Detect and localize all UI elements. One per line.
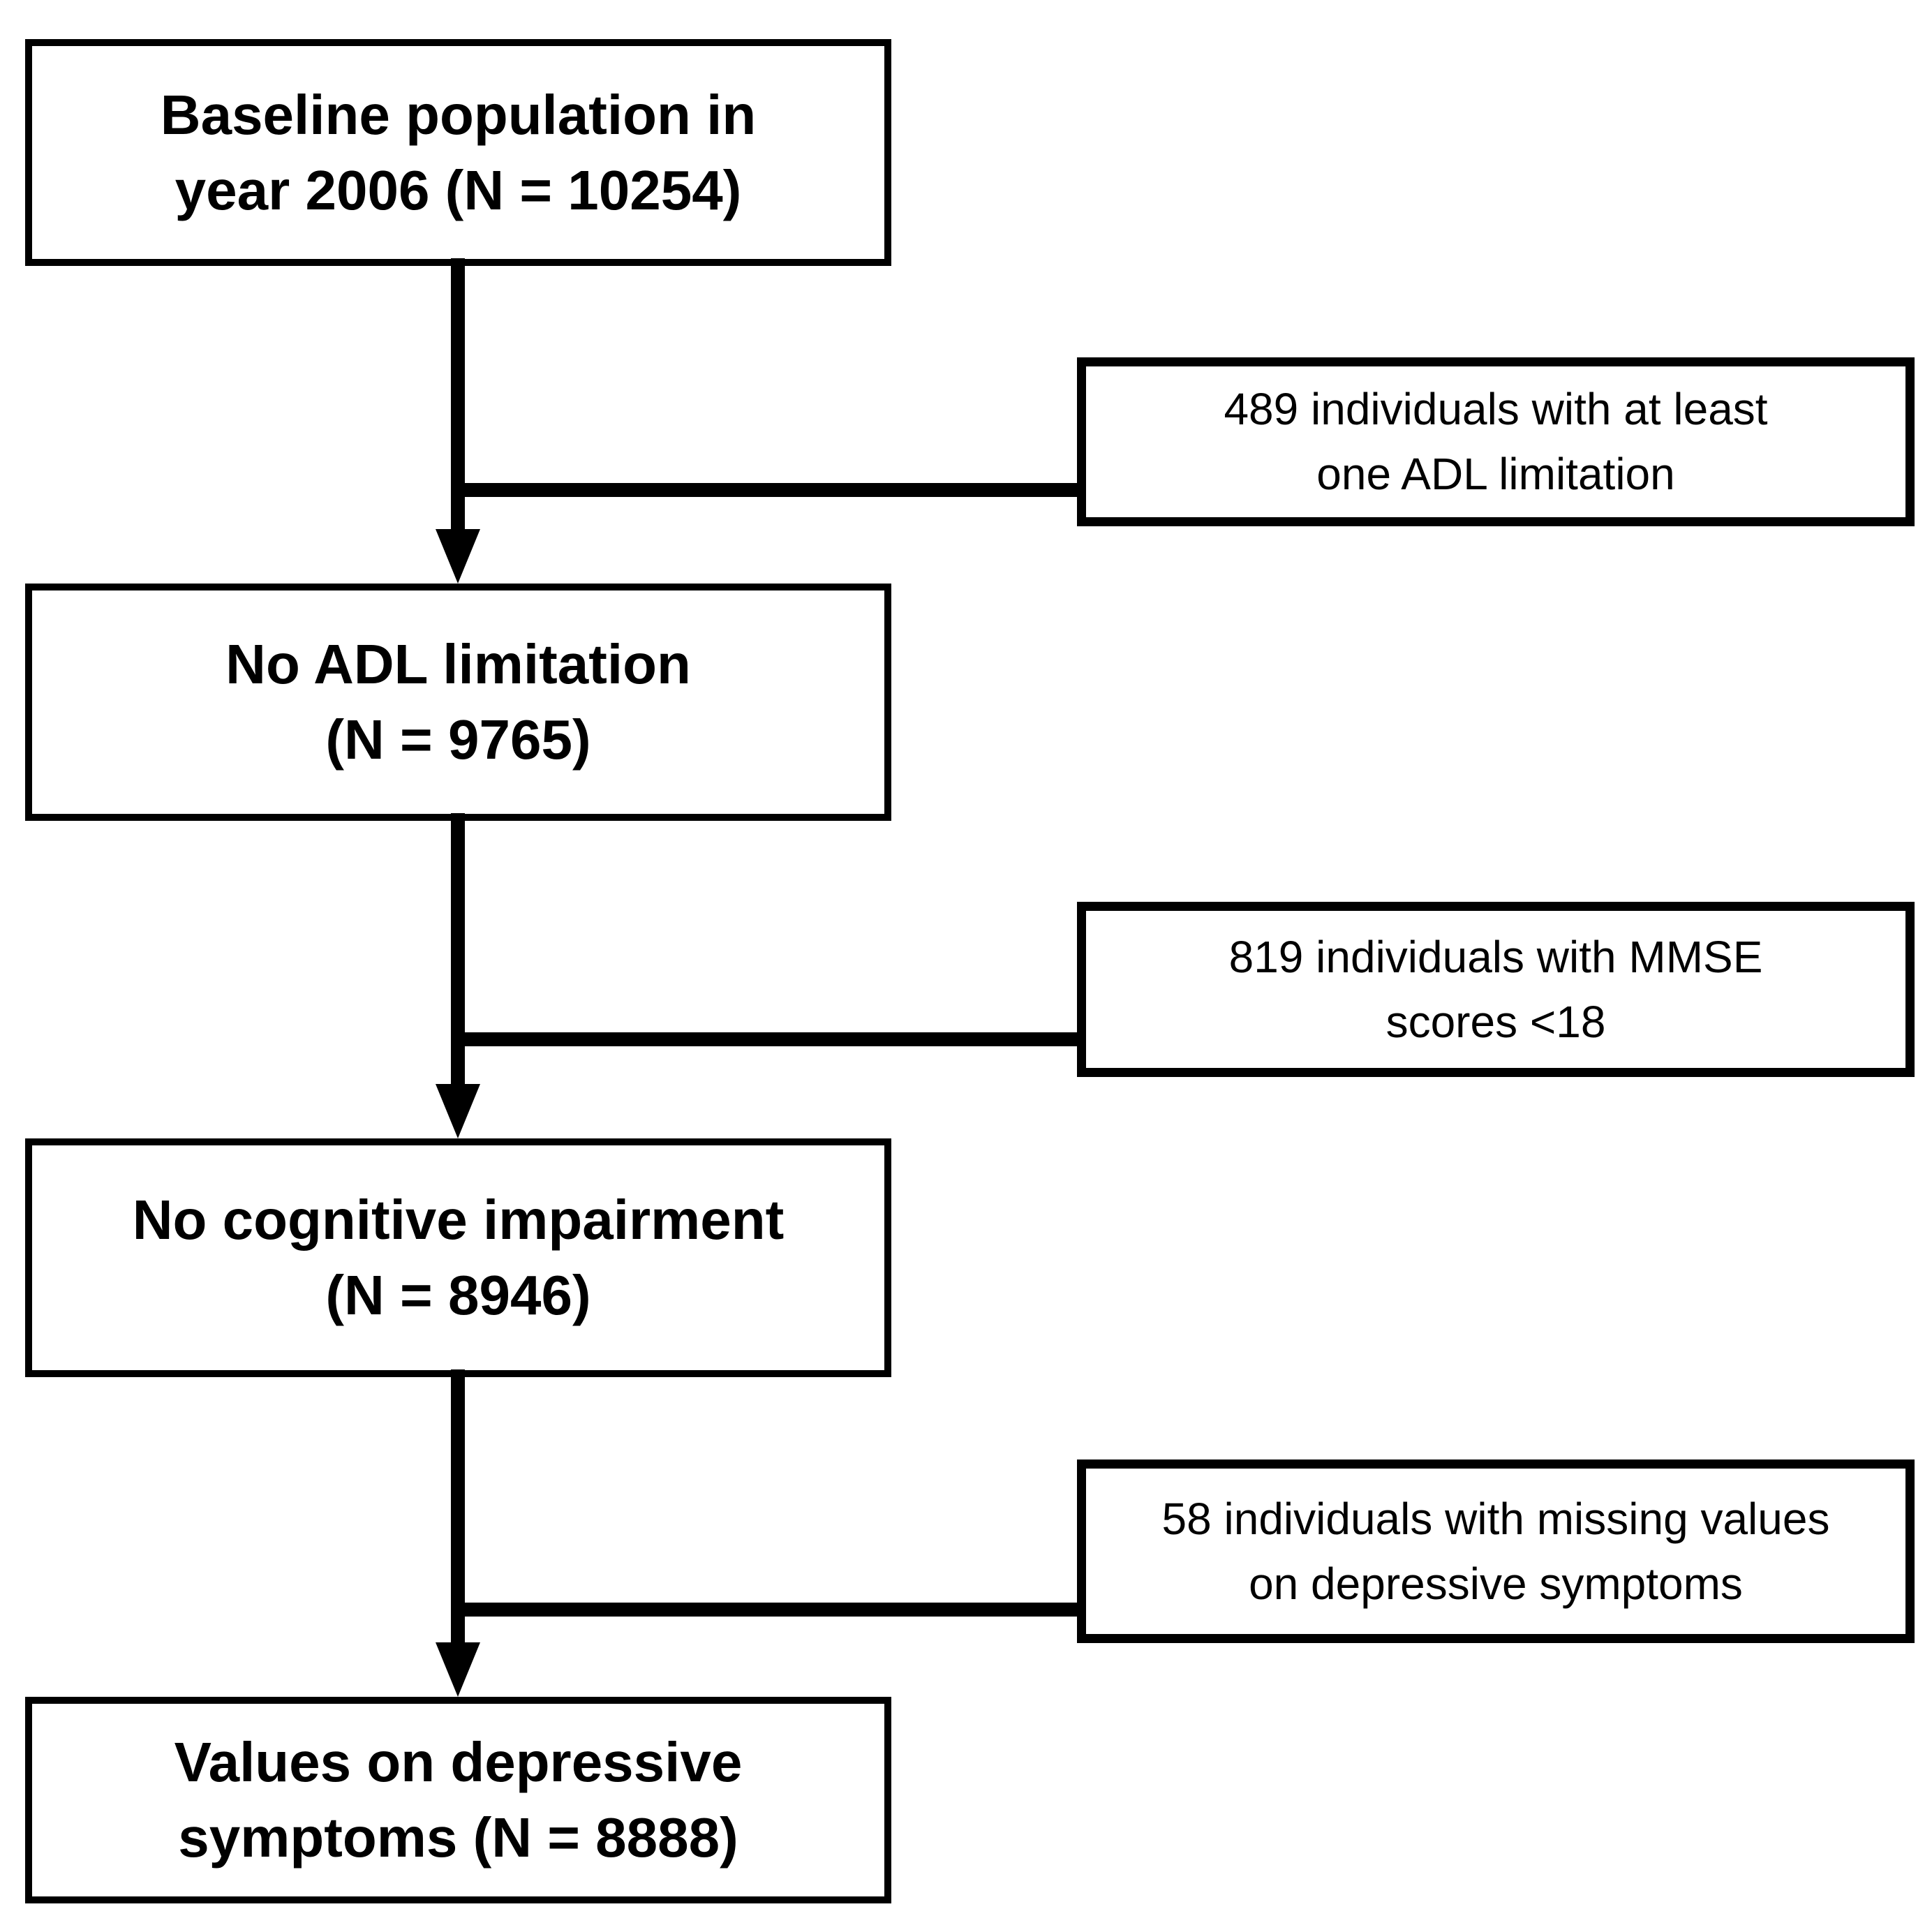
exclusion-mmse-line1: 819 individuals with MMSE xyxy=(1228,931,1763,982)
flow-box-baseline-population: Baseline population in year 2006 (N = 10… xyxy=(25,39,891,266)
exclusion-missing-line1: 58 individuals with missing values xyxy=(1161,1493,1830,1544)
exclusion-adl-line2: one ADL limitation xyxy=(1316,449,1675,499)
flow-box-values-line2: symptoms (N = 8888) xyxy=(178,1806,738,1869)
exclusion-box-adl-limitation: 489 individuals with at least one ADL li… xyxy=(1077,357,1915,526)
connector-line-3 xyxy=(451,1369,465,1647)
connector-line-2 xyxy=(451,813,465,1089)
flow-box-values-line1: Values on depressive xyxy=(174,1731,743,1793)
exclusion-mmse-line2: scores <18 xyxy=(1385,996,1606,1047)
exclusion-box-missing-values: 58 individuals with missing values on de… xyxy=(1077,1459,1915,1643)
branch-line-1 xyxy=(458,483,1077,497)
flow-box-no-adl-limitation: No ADL limitation (N = 9765) xyxy=(25,584,891,821)
arrowhead-down-icon-3 xyxy=(436,1642,480,1697)
arrowhead-down-icon-2 xyxy=(436,1084,480,1138)
flow-box-no-cognitive-impairment: No cognitive impairment (N = 8946) xyxy=(25,1138,891,1377)
flow-box-values-depressive-symptoms: Values on depressive symptoms (N = 8888) xyxy=(25,1697,891,1903)
connector-line-1 xyxy=(451,258,465,534)
exclusion-box-mmse-scores: 819 individuals with MMSE scores <18 xyxy=(1077,902,1915,1077)
arrowhead-down-icon-1 xyxy=(436,529,480,584)
flow-box-no-adl-line1: No ADL limitation xyxy=(225,633,691,695)
flow-box-no-cognitive-line2: (N = 8946) xyxy=(325,1264,591,1326)
branch-line-2 xyxy=(458,1032,1077,1046)
flow-box-baseline-line2: year 2006 (N = 10254) xyxy=(174,158,742,221)
exclusion-adl-line1: 489 individuals with at least xyxy=(1224,384,1768,435)
flow-box-no-adl-line2: (N = 9765) xyxy=(325,708,591,771)
branch-line-3 xyxy=(458,1603,1077,1617)
exclusion-missing-line2: on depressive symptoms xyxy=(1249,1558,1743,1609)
flow-box-baseline-line1: Baseline population in xyxy=(160,83,757,146)
flow-box-no-cognitive-line1: No cognitive impairment xyxy=(132,1189,785,1251)
